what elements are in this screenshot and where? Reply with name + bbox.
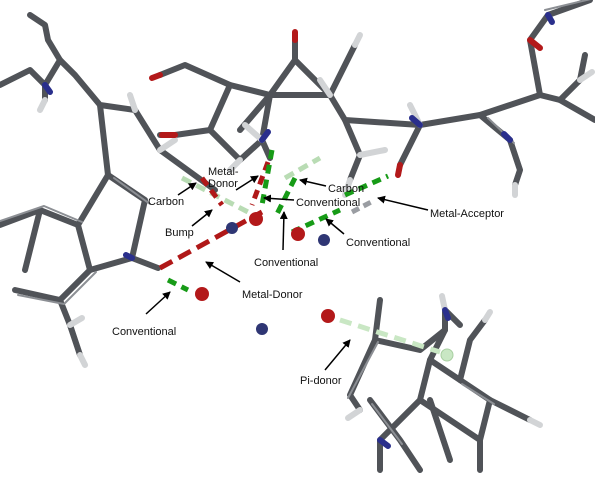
oxygen-atom: [321, 309, 335, 323]
arrow-metal-acceptor: [377, 195, 429, 211]
arrow-metal-donor-top: [235, 175, 259, 191]
arrow-conventional-1: [263, 194, 295, 203]
labels: Carbon Metal-Donor Bump Carbon Conventio…: [112, 166, 504, 387]
pi-donor-line: [339, 317, 441, 355]
carbon-interaction-2: [283, 155, 322, 181]
interaction-lines: [158, 149, 441, 355]
metal-donor-vertical: [249, 161, 271, 206]
label-conventional-4: Conventional: [112, 326, 176, 338]
arrow-pi-donor: [324, 339, 351, 371]
label-metal-acceptor: Metal-Acceptor: [430, 208, 504, 220]
label-metal-donor-top: Metal-Donor: [208, 166, 239, 190]
label-metal-donor-bottom: Metal-Donor: [242, 289, 303, 301]
bump-line: [158, 209, 264, 271]
annotation-arrows: [145, 175, 429, 371]
label-pi-donor: Pi-donor: [300, 375, 342, 387]
metal-atom: [256, 323, 268, 335]
label-carbon-1: Carbon: [148, 196, 184, 208]
oxygen-atom: [249, 212, 263, 226]
conventional-line-2: [272, 176, 298, 220]
arrow-metal-donor-bottom: [205, 261, 241, 283]
conventional-line-5: [166, 277, 190, 293]
label-conventional-1: Conventional: [296, 197, 360, 209]
oxygen-atom: [291, 227, 305, 241]
arrow-bump: [191, 209, 213, 227]
arrow-conventional-2: [325, 218, 345, 235]
conventional-line-4: [343, 173, 390, 198]
label-conventional-2: Conventional: [346, 237, 410, 249]
metal-donor-top-line: [199, 176, 225, 207]
metal-acceptor-line: [350, 197, 377, 215]
arrow-conventional-4: [145, 291, 171, 315]
label-conventional-3: Conventional: [254, 257, 318, 269]
metal-atom: [318, 234, 330, 246]
metal-atom: [226, 222, 238, 234]
oxygen-atom: [195, 287, 209, 301]
label-bump: Bump: [165, 227, 194, 239]
label-carbon-2: Carbon: [328, 183, 364, 195]
arrow-carbon-1: [177, 182, 197, 196]
pi-centroid: [440, 348, 454, 362]
arrow-conventional-3: [279, 211, 288, 251]
atoms: [195, 212, 454, 362]
arrow-carbon-2: [299, 177, 327, 187]
